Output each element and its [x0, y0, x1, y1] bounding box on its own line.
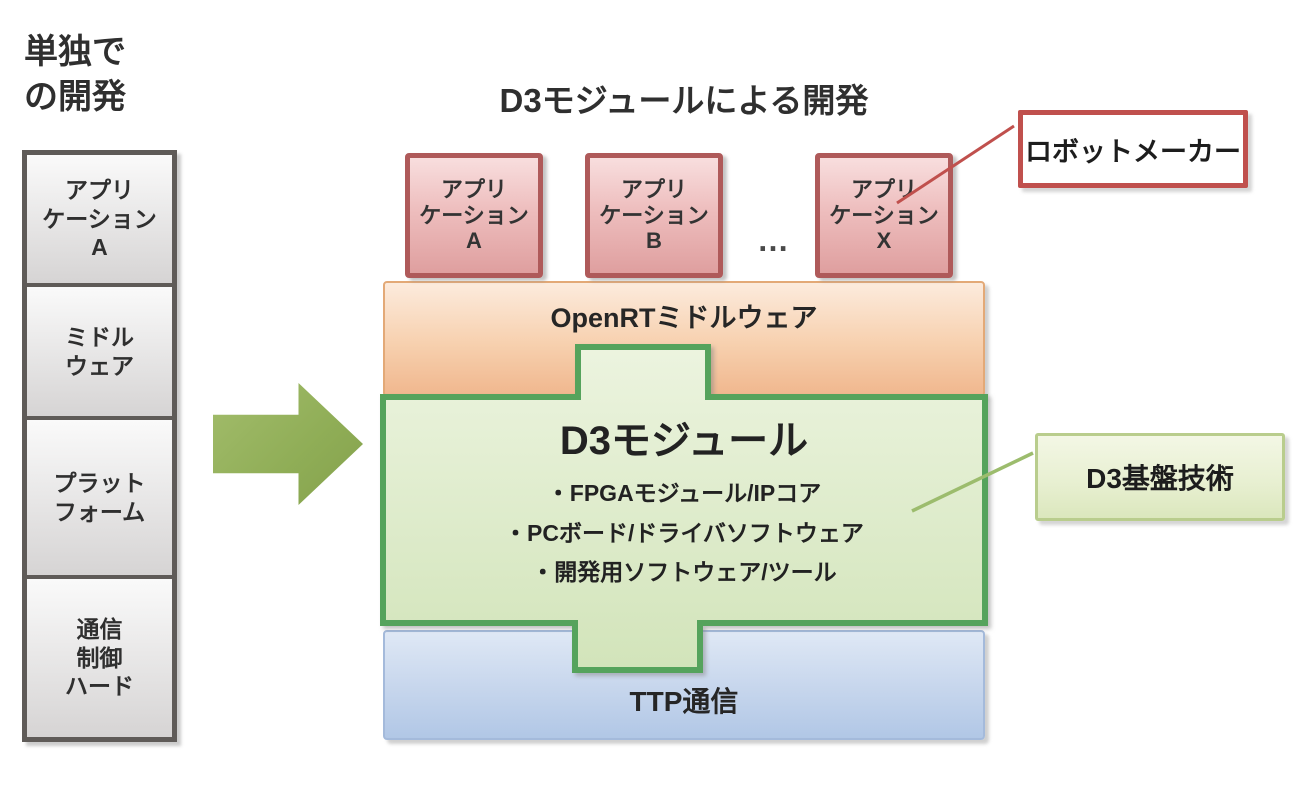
d3-base-tech-callout: D3基盤技術 [1035, 433, 1285, 521]
app-box-b: アプリ ケーション B [585, 153, 723, 278]
standalone-stack-application-a: アプリ ケーション A [27, 155, 172, 284]
standalone-stack-platform: プラット フォーム [27, 416, 172, 576]
d3-module-item-devtools: ・開発用ソフトウェア/ツール [531, 559, 837, 586]
standalone-stack-comm-control-hw: 通信 制御 ハード [27, 575, 172, 737]
d3-module-title: D3モジュール [559, 419, 809, 463]
standalone-stack-middleware: ミドル ウェア [27, 283, 172, 417]
left-section-title: 単独で の開発 [24, 33, 126, 116]
d3-module-content: D3モジュール ・FPGAモジュール/IPコア ・PCボード/ドライバソフトウェ… [393, 408, 975, 593]
standalone-stack: アプリ ケーション A ミドル ウェア プラット フォーム 通信 制御 ハード [22, 150, 177, 742]
openrt-middleware-bar: OpenRTミドルウェア [383, 281, 985, 397]
d3-module-item-fpga: ・FPGAモジュール/IPコア [546, 480, 822, 506]
ttp-comm-bar: TTP通信 [383, 630, 985, 740]
robot-maker-label: ロボットメーカー [1025, 136, 1241, 167]
d3-base-tech-label: D3基盤技術 [1086, 463, 1234, 494]
robot-maker-callout: ロボットメーカー [1018, 110, 1248, 188]
apps-ellipsis: … [757, 222, 789, 258]
ttp-comm-label: TTP通信 [629, 686, 739, 717]
d3-module-item-pcboard: ・PCボード/ドライバソフトウェア [504, 519, 864, 546]
app-box-x: アプリ ケーション X [815, 153, 953, 278]
app-box-a: アプリ ケーション A [405, 153, 543, 278]
openrt-middleware-label: OpenRTミドルウェア [550, 303, 818, 333]
main-section-title: D3モジュールによる開発 [499, 82, 869, 119]
right-arrow-icon [213, 383, 363, 505]
